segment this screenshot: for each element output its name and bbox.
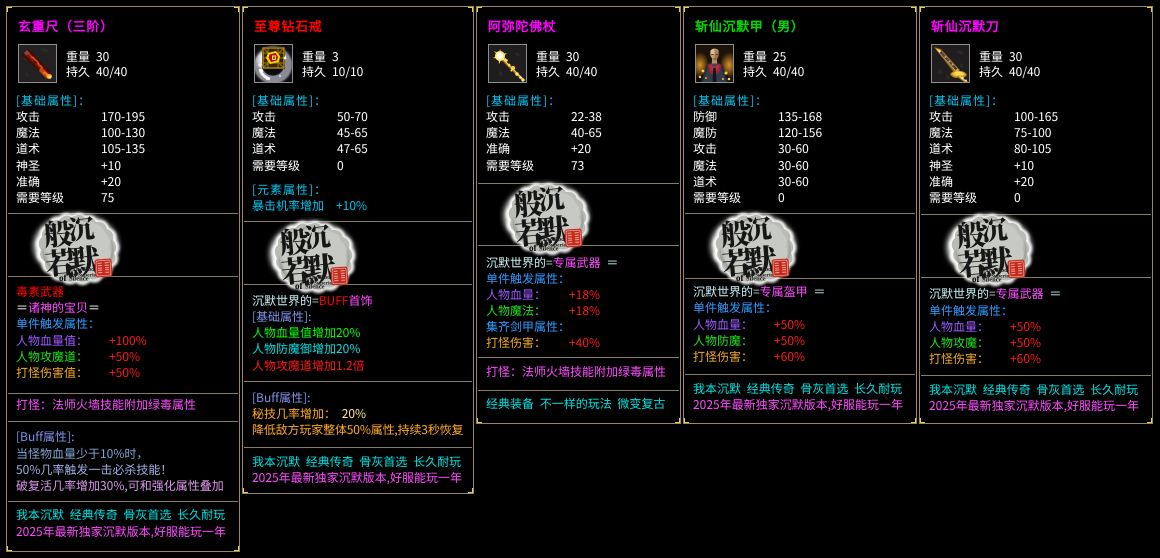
svg-text:若: 若 (43, 240, 75, 283)
svg-text:of Superior: of Superior (308, 281, 335, 287)
svg-text:of: of (59, 273, 68, 283)
svg-text:般: 般 (42, 211, 74, 254)
svg-text:般: 般 (955, 212, 987, 255)
svg-text:般: 般 (278, 219, 310, 262)
svg-text:般: 般 (719, 211, 751, 254)
svg-text:of Superior: of Superior (985, 274, 1012, 280)
svg-text:The God: The God (985, 268, 1008, 274)
svg-text:若: 若 (720, 240, 752, 283)
svg-text:Silence: Silence (746, 276, 766, 283)
svg-text:of Superior: of Superior (542, 243, 569, 249)
svg-text:Silence: Silence (305, 284, 325, 291)
svg-text:of Superior: of Superior (72, 273, 99, 279)
svg-text:of: of (529, 243, 538, 253)
svg-text:of Superior: of Superior (749, 273, 776, 279)
svg-text:Silence: Silence (539, 246, 559, 253)
svg-text:of: of (972, 274, 981, 284)
svg-text:The God: The God (308, 275, 331, 281)
svg-text:Silence: Silence (982, 277, 1002, 284)
svg-text:Silence: Silence (69, 276, 89, 283)
svg-text:般: 般 (512, 181, 544, 224)
svg-text:The God: The God (542, 237, 565, 243)
svg-text:沉: 沉 (980, 210, 1009, 249)
svg-text:of: of (295, 281, 304, 291)
svg-text:若: 若 (279, 248, 311, 291)
svg-text:沉: 沉 (537, 179, 566, 218)
svg-text:The God: The God (72, 267, 95, 273)
svg-text:若: 若 (956, 241, 988, 284)
svg-text:of: of (736, 273, 745, 283)
svg-text:The God: The God (749, 267, 772, 273)
svg-text:若: 若 (513, 210, 545, 253)
svg-text:沉: 沉 (67, 209, 96, 248)
svg-text:沉: 沉 (303, 217, 332, 256)
svg-text:沉: 沉 (744, 209, 773, 248)
